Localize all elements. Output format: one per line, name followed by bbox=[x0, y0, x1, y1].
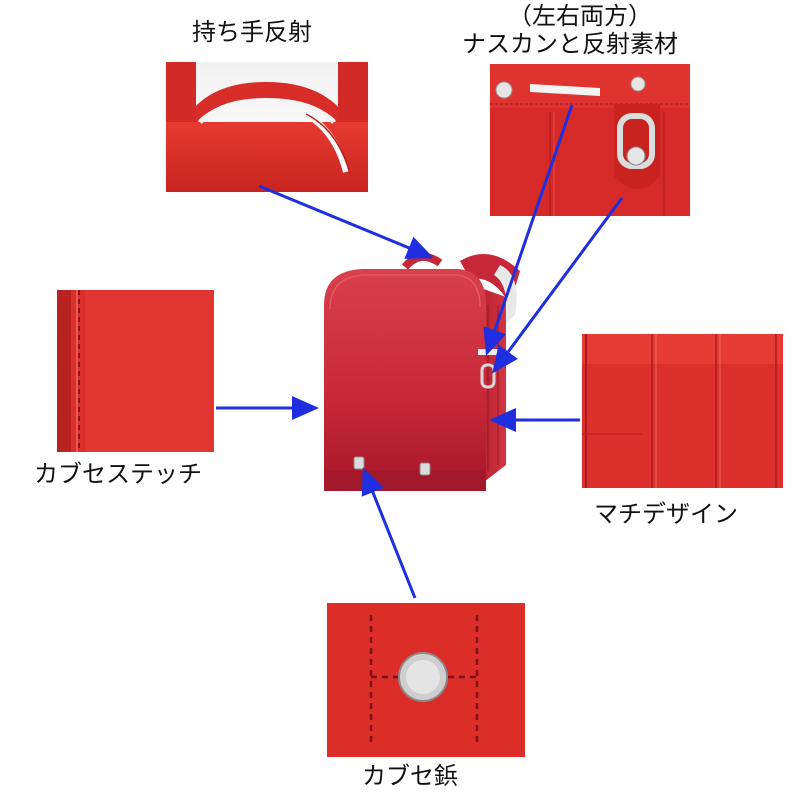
label-gusset-design: マチデザイン bbox=[594, 500, 738, 528]
photo-hook-reflector bbox=[490, 64, 690, 216]
label-hook-reflector-note: （左右両方） bbox=[508, 2, 652, 30]
label-flap-stitch: カブセステッチ bbox=[34, 460, 202, 488]
label-hook-reflector: ナスカンと反射素材 bbox=[462, 30, 678, 58]
label-flap-stud: カブセ鋲 bbox=[362, 762, 458, 790]
backpack-illustration bbox=[310, 245, 525, 495]
photo-flap-stud bbox=[327, 603, 525, 757]
photo-flap-stitch bbox=[57, 290, 214, 452]
photo-handle-reflector bbox=[166, 62, 368, 192]
photo-gusset-design bbox=[582, 334, 783, 488]
label-handle-reflector: 持ち手反射 bbox=[192, 18, 312, 46]
